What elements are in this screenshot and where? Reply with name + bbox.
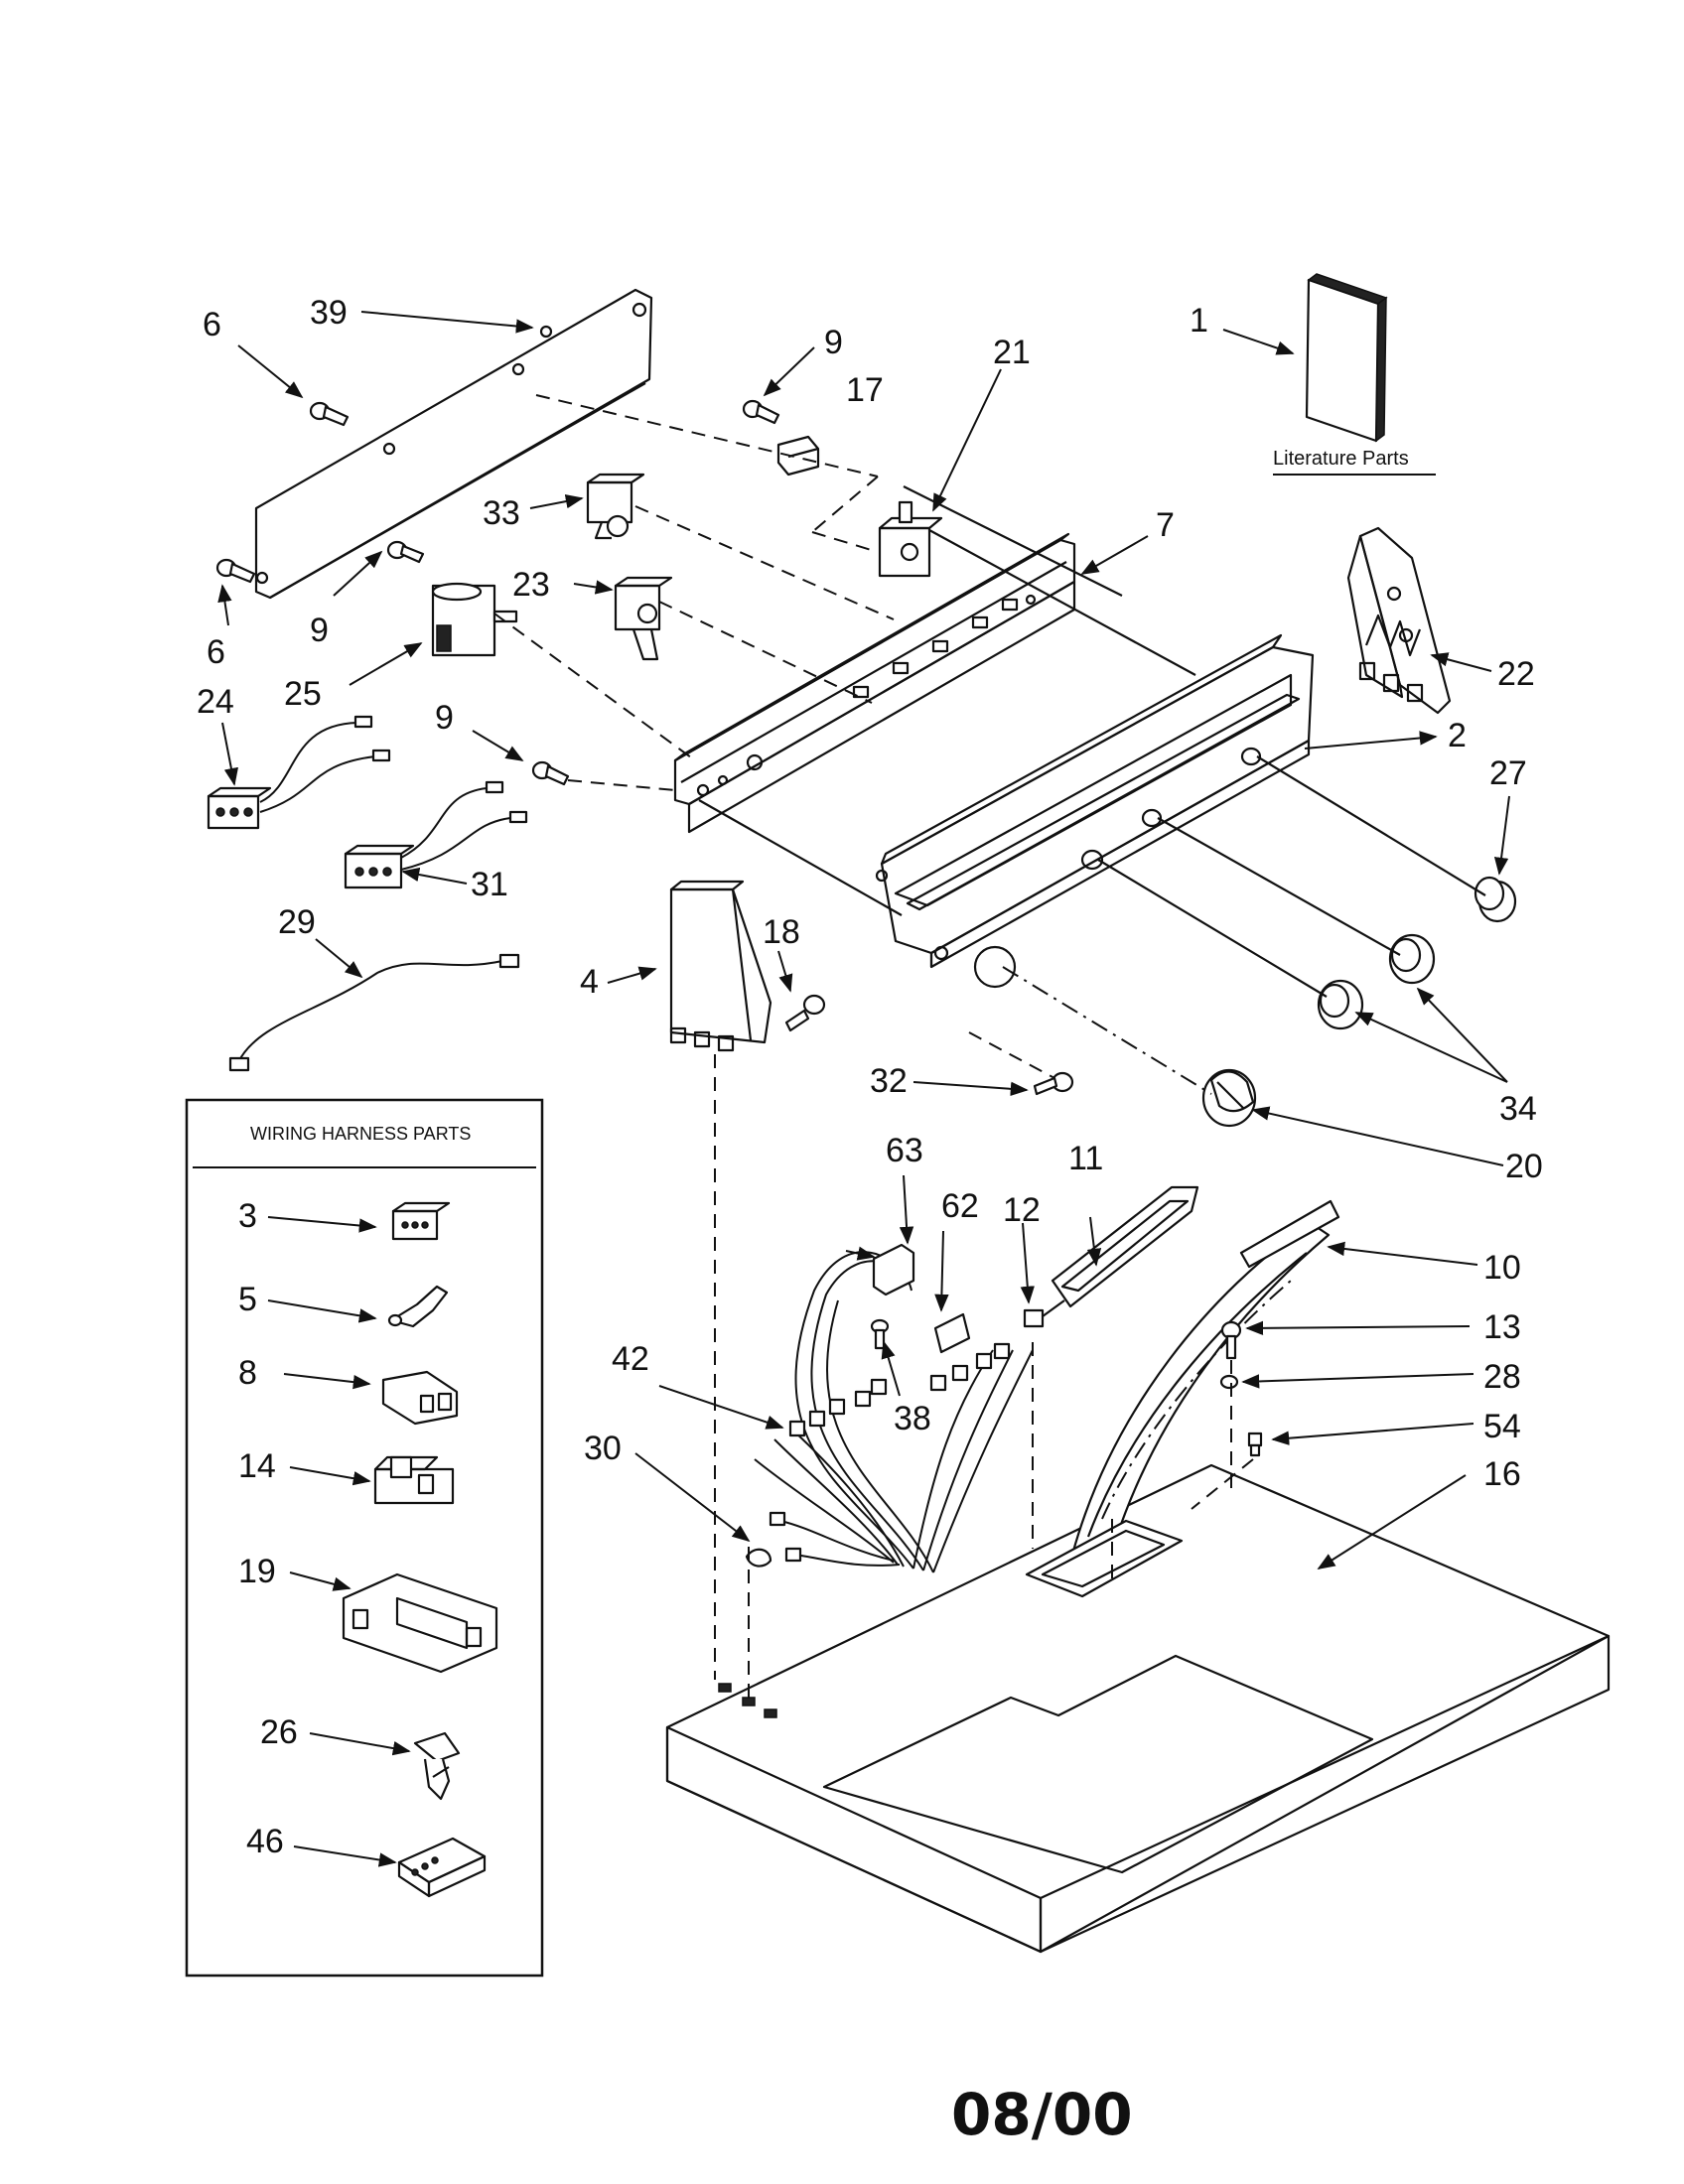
callout-10: 10 bbox=[1483, 1249, 1521, 1287]
connector-14 bbox=[373, 1455, 455, 1505]
screw-18 bbox=[784, 994, 826, 1032]
switch-33 bbox=[586, 473, 645, 540]
callout-2: 2 bbox=[1448, 717, 1467, 754]
callout-7: 7 bbox=[1156, 506, 1175, 544]
screw-9-mid bbox=[531, 760, 570, 786]
callout-62: 62 bbox=[941, 1187, 979, 1225]
terminal-5 bbox=[387, 1285, 449, 1328]
connector-19 bbox=[342, 1572, 498, 1674]
callout-32: 32 bbox=[870, 1062, 908, 1100]
end-cap-22 bbox=[1346, 526, 1452, 715]
switch-23 bbox=[614, 576, 673, 661]
part-12 bbox=[1023, 1299, 1065, 1328]
part-17 bbox=[776, 435, 820, 477]
harness-31 bbox=[344, 780, 528, 889]
knob-34-right bbox=[1388, 933, 1436, 985]
callout-25: 25 bbox=[284, 675, 322, 713]
callout-33: 33 bbox=[483, 494, 520, 532]
callout-38: 38 bbox=[894, 1400, 931, 1437]
callout-9-top: 9 bbox=[824, 324, 843, 361]
knob-27 bbox=[1474, 876, 1517, 923]
callout-31: 31 bbox=[471, 866, 508, 903]
footer-code: 08/00 bbox=[951, 2081, 1133, 2148]
control-board-10 bbox=[1070, 1199, 1340, 1567]
wiring-box-title: WIRING HARNESS PARTS bbox=[250, 1124, 471, 1144]
literature-caption: Literature Parts bbox=[1273, 448, 1409, 470]
screw-32 bbox=[1033, 1071, 1074, 1096]
callout-20: 20 bbox=[1505, 1148, 1543, 1185]
wiring-callout-19: 19 bbox=[238, 1553, 276, 1590]
console-2 bbox=[875, 633, 1315, 989]
wiring-callout-14: 14 bbox=[238, 1447, 276, 1485]
callout-21: 21 bbox=[993, 334, 1031, 371]
panel-11 bbox=[1051, 1185, 1199, 1308]
wiring-callout-8: 8 bbox=[238, 1354, 257, 1392]
callout-6-lower: 6 bbox=[207, 633, 225, 671]
callout-9-mid: 9 bbox=[435, 699, 454, 737]
assembly-lines bbox=[493, 394, 1486, 1704]
callout-24: 24 bbox=[197, 683, 234, 721]
callout-42: 42 bbox=[612, 1340, 649, 1378]
console-frame-7 bbox=[673, 532, 1076, 834]
callout-numbers: 1 2 4 6 6 7 9 9 9 10 11 12 13 16 17 18 2… bbox=[197, 294, 1543, 1493]
screw-9-top bbox=[742, 399, 780, 425]
callout-11: 11 bbox=[1068, 1140, 1103, 1177]
callout-18: 18 bbox=[763, 913, 800, 951]
literature-part: Literature Parts bbox=[1273, 273, 1436, 476]
wiring-callout-46: 46 bbox=[246, 1823, 284, 1860]
screw-13 bbox=[1220, 1320, 1242, 1360]
callout-17: 17 bbox=[846, 371, 884, 409]
harness-24 bbox=[207, 715, 391, 830]
screw-6-upper bbox=[309, 401, 350, 427]
callout-23: 23 bbox=[512, 566, 550, 604]
callout-63: 63 bbox=[886, 1132, 923, 1169]
callout-22: 22 bbox=[1497, 655, 1535, 693]
knob-34-left bbox=[1317, 979, 1364, 1030]
wiring-callout-5: 5 bbox=[238, 1281, 257, 1318]
screw-9-left bbox=[386, 540, 425, 564]
wire-29 bbox=[228, 953, 520, 1072]
clip-26 bbox=[413, 1731, 461, 1801]
mount-bracket bbox=[1025, 1519, 1184, 1598]
callout-12: 12 bbox=[1003, 1191, 1041, 1229]
callout-1: 1 bbox=[1190, 302, 1208, 340]
connector-46 bbox=[397, 1837, 487, 1898]
screw-6-lower bbox=[215, 558, 256, 584]
callout-6-upper: 6 bbox=[203, 306, 221, 343]
callout-16: 16 bbox=[1483, 1455, 1521, 1493]
callout-28: 28 bbox=[1483, 1358, 1521, 1396]
wiring-callout-26: 26 bbox=[260, 1713, 298, 1751]
connector-3 bbox=[391, 1201, 451, 1241]
wiring-harness-parts-box: WIRING HARNESS PARTS 3 5 8 14 1 bbox=[185, 1098, 544, 1978]
switch-21 bbox=[878, 500, 943, 578]
callout-30: 30 bbox=[584, 1430, 622, 1467]
callout-54: 54 bbox=[1483, 1408, 1521, 1445]
side-bracket-4 bbox=[669, 880, 772, 1052]
callout-13: 13 bbox=[1483, 1308, 1521, 1346]
washer-28 bbox=[1219, 1374, 1239, 1390]
callout-leaders bbox=[217, 311, 1510, 1570]
wiring-callout-3: 3 bbox=[238, 1197, 257, 1235]
callout-4: 4 bbox=[580, 963, 599, 1001]
connector-8 bbox=[381, 1370, 459, 1426]
callout-29: 29 bbox=[278, 903, 316, 941]
screw-54 bbox=[1247, 1432, 1263, 1457]
knob-20 bbox=[1201, 1068, 1257, 1128]
callout-34: 34 bbox=[1499, 1090, 1537, 1128]
main-harness bbox=[745, 1243, 1034, 1573]
callout-27: 27 bbox=[1489, 754, 1527, 792]
timer-25 bbox=[431, 582, 518, 657]
callout-39: 39 bbox=[310, 294, 348, 332]
rear-panel bbox=[254, 288, 653, 600]
callout-9-left: 9 bbox=[310, 612, 329, 649]
